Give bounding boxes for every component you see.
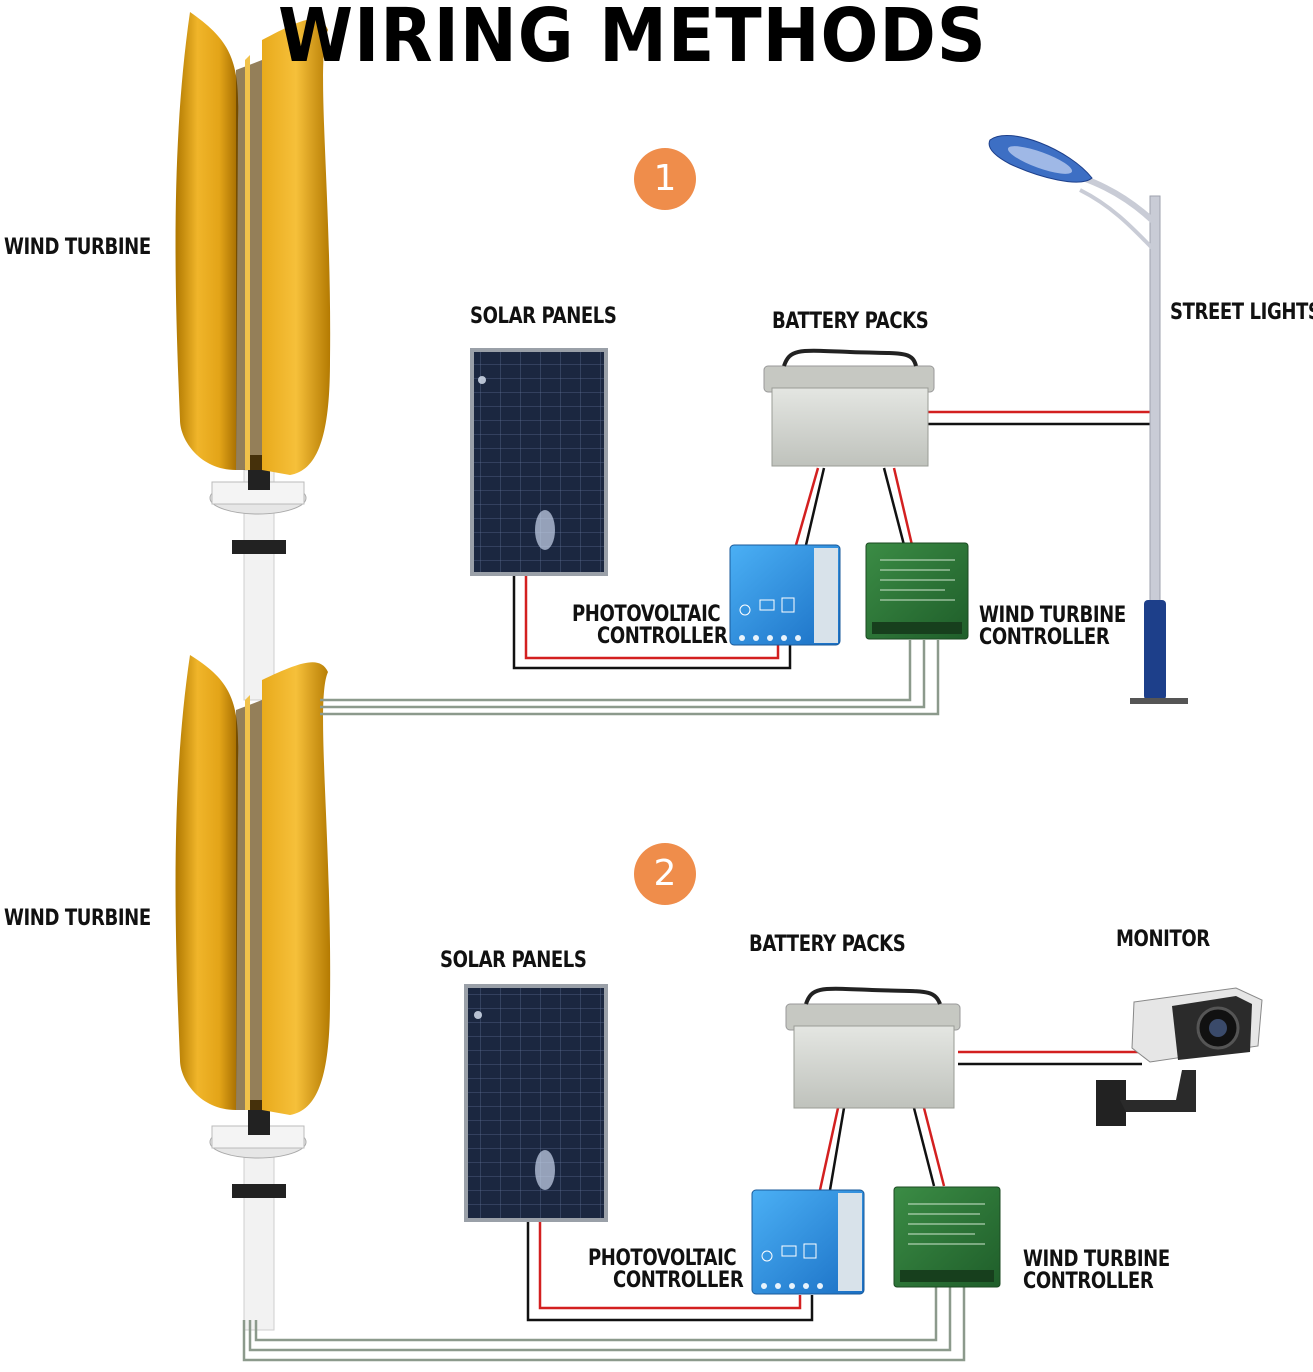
pv-controller-label-2-line2: CONTROLLER: [613, 1268, 744, 1293]
battery-pack-2: [785, 986, 961, 1109]
solar-panels-label-2: SOLAR PANELS: [440, 948, 587, 973]
solar-panels-label-1: SOLAR PANELS: [470, 304, 617, 329]
pv-controller-1: [729, 544, 841, 646]
pv-controller-2: [751, 1189, 865, 1295]
wind-turbine-label-2: WIND TURBINE: [4, 906, 151, 931]
step-badge-1: 1: [634, 148, 696, 210]
street-lights-label: STREET LIGHTS: [1170, 300, 1313, 325]
wiring-1: [320, 410, 1152, 716]
step-badge-2: 2: [634, 843, 696, 905]
pv-controller-label-2-line1: PHOTOVOLTAIC: [588, 1246, 737, 1271]
solar-panel-1: [470, 348, 608, 576]
pv-controller-label-1-line1: PHOTOVOLTAIC: [572, 602, 721, 627]
wt-controller-label-2-line1: WIND TURBINE: [1023, 1247, 1170, 1272]
wt-controller-label-1-line1: WIND TURBINE: [979, 603, 1126, 628]
monitor-label: MONITOR: [1116, 927, 1210, 952]
battery-packs-label-1: BATTERY PACKS: [772, 309, 929, 334]
wind-turbine-2: [175, 655, 331, 1331]
monitor-camera: [1096, 987, 1263, 1126]
page-title: WIRING METHODS: [278, 0, 987, 79]
wind-turbine-label-1: WIND TURBINE: [4, 235, 151, 260]
street-light: [988, 135, 1188, 704]
battery-packs-label-2: BATTERY PACKS: [749, 932, 906, 957]
wt-controller-label-2-line2: CONTROLLER: [1023, 1269, 1154, 1294]
pv-controller-label-1-line2: CONTROLLER: [597, 624, 728, 649]
wiring-2: [242, 1050, 1142, 1362]
solar-panel-2: [464, 984, 608, 1222]
wind-turbine-1: [175, 12, 331, 701]
battery-pack-1: [763, 348, 935, 467]
wt-controller-label-1-line2: CONTROLLER: [979, 625, 1110, 650]
wt-controller-1: [865, 542, 969, 640]
wt-controller-2: [893, 1186, 1001, 1288]
